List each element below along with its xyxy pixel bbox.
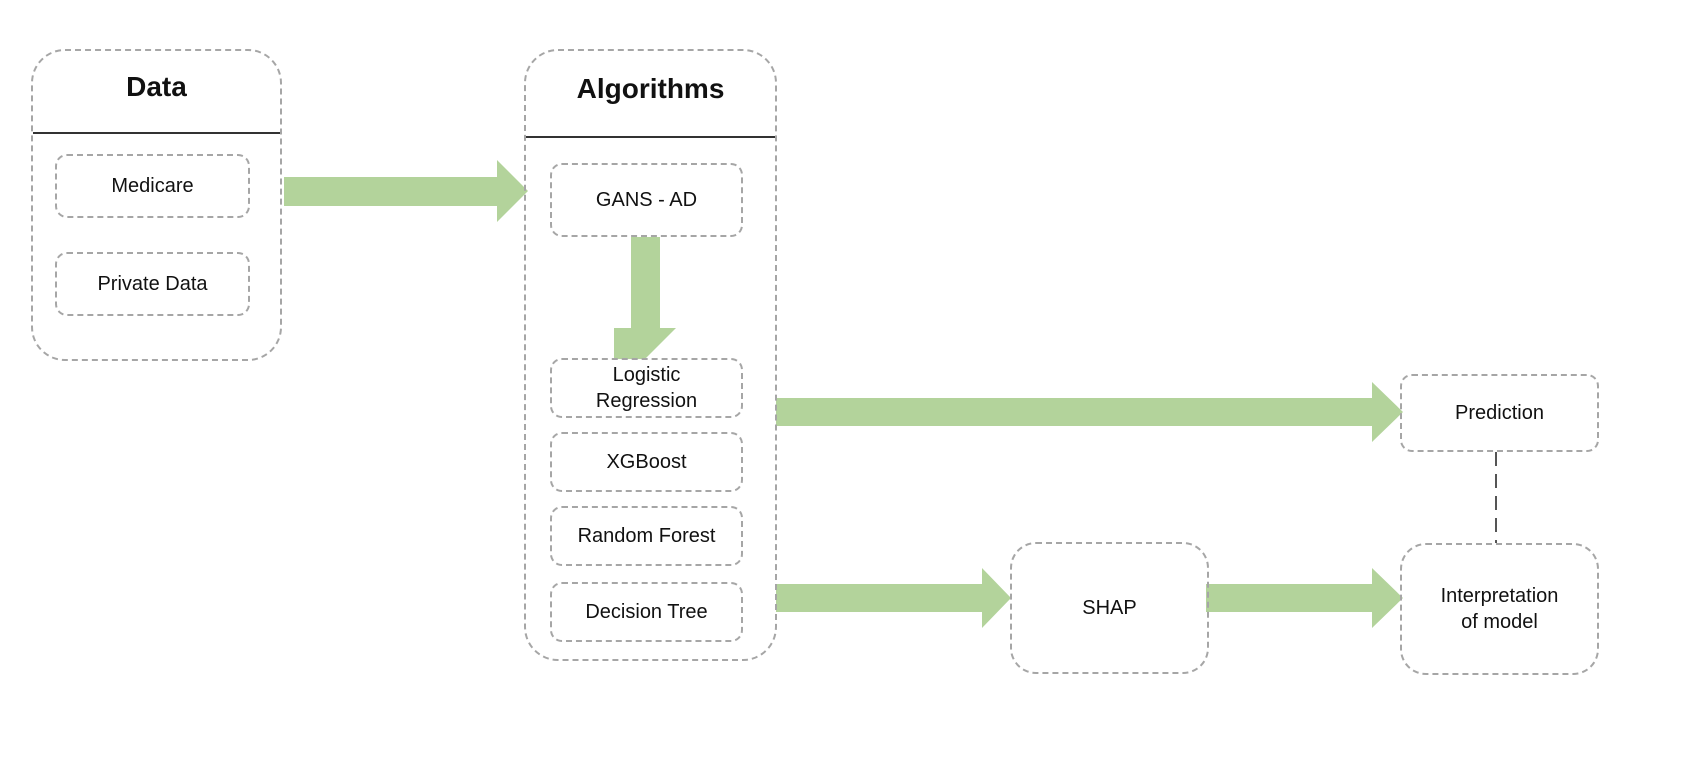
node-decision-tree-label: Decision Tree [585,601,708,623]
algorithms-group-divider [526,136,775,138]
node-gans-ad-label: GANS - AD [595,189,698,211]
node-random-forest: Random Forest [550,506,743,566]
node-private-data-label: Private Data [97,273,208,295]
node-shap-label: SHAP [1082,597,1137,619]
data-group: Data [31,49,282,361]
node-prediction: Prediction [1400,374,1599,452]
node-shap: SHAP [1010,542,1209,674]
algorithms-group-title: Algorithms [576,73,725,104]
node-gans-ad: GANS - AD [550,163,743,237]
node-random-forest-label: Random Forest [577,525,716,547]
arrow-shap-to-interpretation [1206,568,1403,628]
data-group-title: Data [126,71,187,102]
node-private-data: Private Data [55,252,250,316]
node-xgboost-label: XGBoost [606,451,687,473]
node-logistic-regression: Logistic Regression [550,358,743,418]
node-medicare: Medicare [55,154,250,218]
arrow-classifiers-to-prediction [776,382,1403,442]
node-decision-tree: Decision Tree [550,582,743,642]
node-xgboost: XGBoost [550,432,743,492]
node-interpretation: Interpretation of model [1400,543,1599,675]
node-prediction-label: Prediction [1455,402,1544,424]
arrow-data-to-algorithms [284,160,528,222]
node-interpretation-label: Interpretation of model [1440,585,1559,633]
algorithms-group: Algorithms [524,49,777,661]
data-group-divider [33,132,280,134]
node-medicare-label: Medicare [111,175,194,197]
arrow-classifiers-to-shap [776,568,1011,628]
node-logistic-regression-label: Logistic Regression [595,364,698,412]
